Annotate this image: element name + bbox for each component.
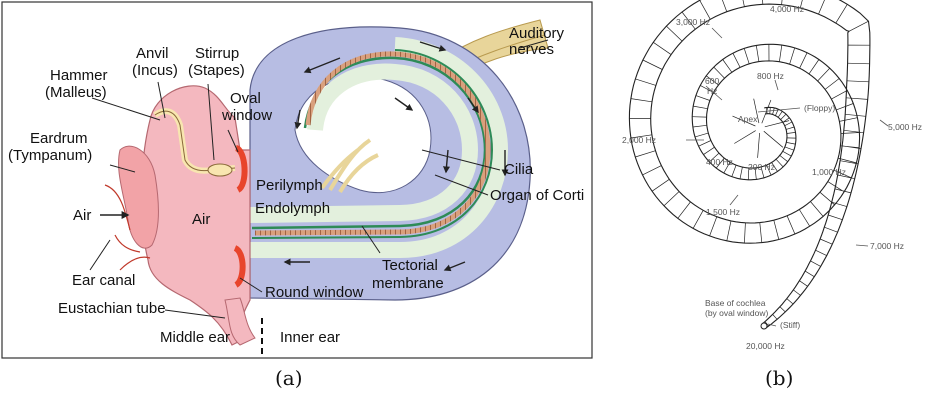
label-600hz-2: Hz: [707, 86, 717, 96]
label-endolymph: Endolymph: [255, 200, 330, 217]
label-600hz-1: 600: [705, 76, 719, 86]
caption-a: (a): [275, 366, 303, 390]
base-oval-window-marker: [761, 323, 767, 329]
label-organ-of-corti: Organ of Corti: [490, 187, 584, 204]
label-eardrum-2: (Tympanum): [8, 147, 92, 164]
label-stirrup-1: Stirrup: [195, 45, 239, 62]
caption-b: (b): [765, 366, 793, 390]
label-hammer-1: Hammer: [50, 67, 108, 84]
label-perilymph: Perilymph: [256, 177, 323, 194]
label-inner-ear: Inner ear: [280, 329, 340, 346]
label-anvil-1: Anvil: [136, 45, 169, 62]
label-anvil-2: (Incus): [132, 62, 178, 79]
label-200hz: 200 Hz: [748, 162, 775, 172]
label-7000hz: 7,000 Hz: [870, 241, 904, 251]
label-air-middle: Air: [192, 211, 210, 228]
label-tectorial-1: Tectorial: [382, 257, 438, 274]
label-middle-ear: Middle ear: [160, 329, 230, 346]
label-800hz: 800 Hz: [757, 71, 784, 81]
label-round-window: Round window: [265, 284, 364, 301]
label-ear-canal: Ear canal: [72, 272, 135, 289]
label-oval-1: Oval: [230, 90, 261, 107]
label-air-outer: Air: [73, 207, 91, 224]
label-oval-2: window: [221, 107, 272, 124]
label-stiff: (Stiff): [780, 320, 800, 330]
label-base-of-cochlea-2: (by oval window): [705, 308, 768, 318]
label-apex: Apex: [738, 114, 758, 124]
label-1500hz: 1,500 Hz: [706, 207, 740, 217]
label-5000hz: 5,000 Hz: [888, 122, 922, 132]
label-auditory-nerves-1: Auditory: [509, 25, 565, 42]
label-tectorial-2: membrane: [372, 275, 444, 292]
label-base-of-cochlea-1: Base of cochlea: [705, 298, 766, 308]
label-auditory-nerves-2: nerves: [509, 41, 554, 58]
apex-spokes: [733, 99, 790, 158]
label-eustachian-tube: Eustachian tube: [58, 300, 166, 317]
label-hammer-2: (Malleus): [45, 84, 107, 101]
label-2000hz: 2,000 Hz: [622, 135, 656, 145]
label-400hz: 400 Hz: [706, 157, 733, 167]
label-stirrup-2: (Stapes): [188, 62, 245, 79]
label-4000hz: 4,000 Hz: [770, 4, 804, 14]
label-20000hz: 20,000 Hz: [746, 341, 785, 351]
label-eardrum-1: Eardrum: [30, 130, 88, 147]
panel-b-cochlea-frequency-map: 3,000 Hz 4,000 Hz 600 Hz 800 Hz (Floppy)…: [622, 0, 922, 351]
label-1000hz: 1,000 Hz: [812, 167, 846, 177]
label-floppy: (Floppy): [804, 103, 835, 113]
panel-a-ear-diagram: Auditory nerves Anvil (Incus) Stirrup (S…: [2, 2, 592, 358]
label-cilia: Cilia: [504, 161, 534, 178]
label-3000hz: 3,000 Hz: [676, 17, 710, 27]
